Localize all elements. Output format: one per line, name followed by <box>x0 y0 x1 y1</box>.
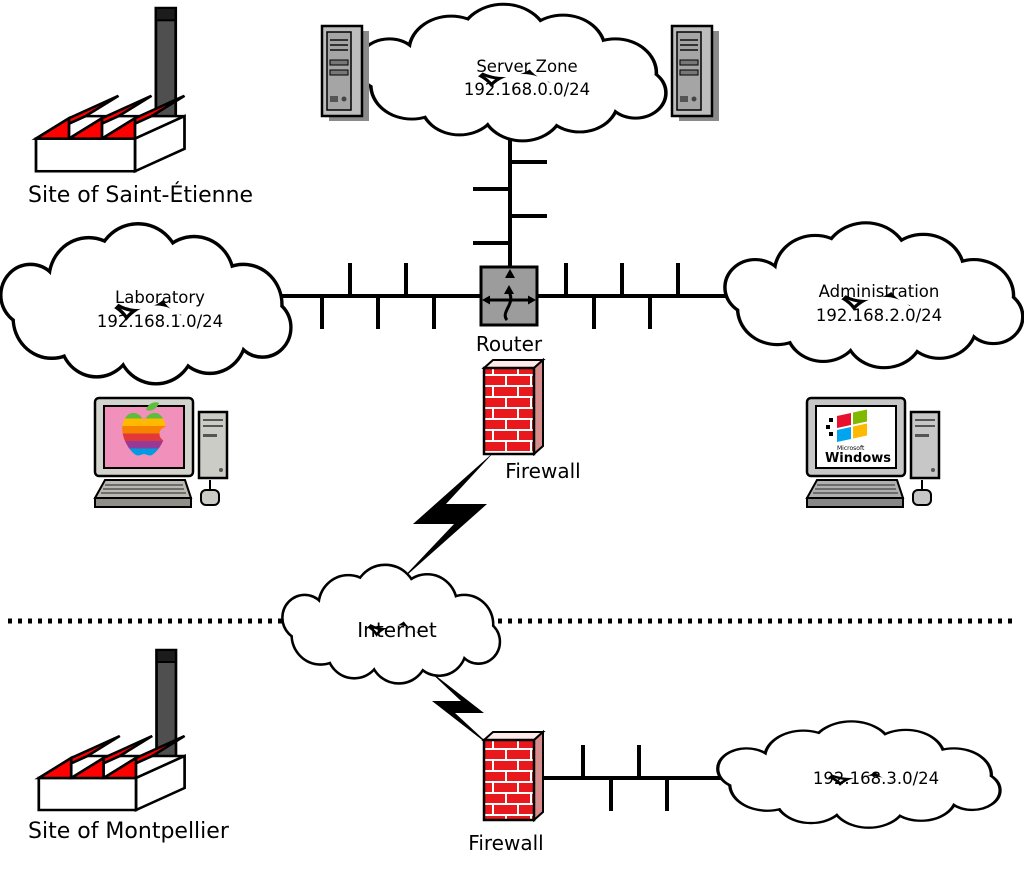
montpellier-lan-cidr: 192.168.3.0/24 <box>813 769 939 788</box>
site-saint-etienne-label: Site of Saint-Étienne <box>28 182 253 208</box>
windows-computer-icon: Microsoft Windows <box>805 396 941 508</box>
laboratory-name: Laboratory <box>115 288 205 307</box>
router-uplink-arrowhead-icon <box>505 269 515 278</box>
internet-label: Internet <box>357 618 437 642</box>
factory-montpellier-icon <box>37 648 186 812</box>
factory-saint-etienne-icon <box>34 6 186 173</box>
laboratory-cidr: 192.168.1.0/24 <box>97 312 223 331</box>
apple-computer-icon <box>93 396 229 508</box>
router-label: Router <box>476 332 543 356</box>
firewall-branch-label: Firewall <box>468 831 543 855</box>
windows-flag-logo-icon <box>826 409 867 442</box>
server-tower-left-icon <box>320 24 371 123</box>
administration-name: Administration <box>819 282 940 301</box>
router-icon <box>479 265 539 327</box>
keyboard-icon <box>805 479 905 508</box>
lightning-link-top <box>397 451 495 584</box>
lightning-link-bottom <box>426 668 495 750</box>
desktop-tower-icon <box>909 410 941 480</box>
windows-label: Windows <box>825 451 891 466</box>
firewall-main-icon <box>481 357 546 457</box>
firewall-main-label: Firewall <box>505 459 580 483</box>
mouse-icon <box>912 480 932 506</box>
site-montpellier-label: Site of Montpellier <box>28 819 230 844</box>
server-zone-bus <box>473 125 547 280</box>
administration-cidr: 192.168.2.0/24 <box>816 306 942 325</box>
server-zone-cidr: 192.168.0.0/24 <box>464 80 590 99</box>
desktop-tower-icon <box>197 410 229 480</box>
keyboard-icon <box>93 479 193 508</box>
server-zone-name: Server Zone <box>476 57 577 76</box>
mouse-icon <box>200 480 220 506</box>
server-tower-right-icon <box>670 24 721 123</box>
branch-ethernet-bus <box>530 745 735 811</box>
microsoft-label: Microsoft <box>837 445 865 452</box>
firewall-branch-icon <box>481 729 546 823</box>
